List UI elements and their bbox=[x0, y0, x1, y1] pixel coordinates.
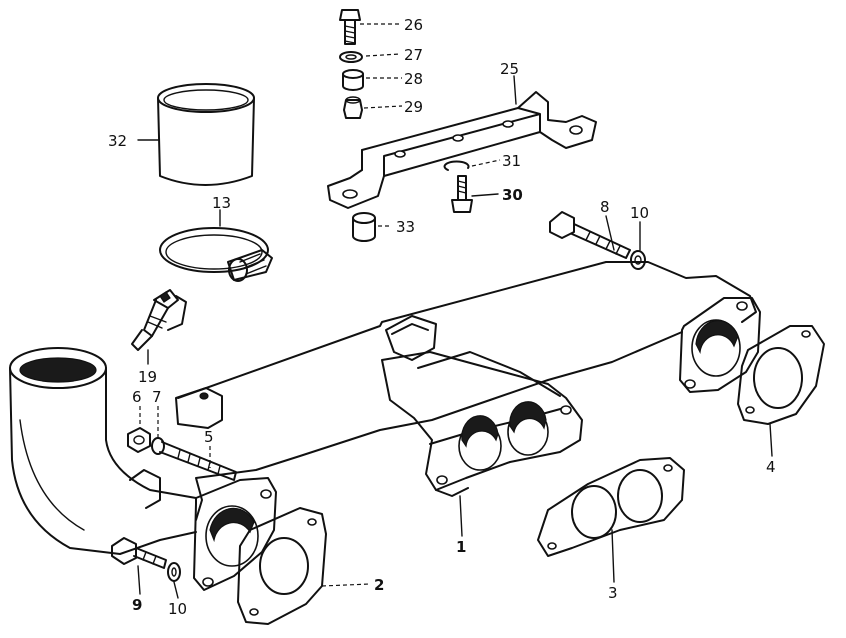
label-19: 19 bbox=[138, 368, 157, 386]
label-2: 2 bbox=[374, 576, 384, 594]
stud-and-nut-6-7-5 bbox=[127, 427, 237, 481]
label-27: 27 bbox=[404, 46, 423, 64]
spacer-28 bbox=[342, 69, 364, 91]
washer-31 bbox=[443, 160, 470, 171]
label-3: 3 bbox=[608, 584, 618, 602]
label-32: 32 bbox=[108, 132, 127, 150]
bolt-9 bbox=[111, 537, 167, 569]
label-9: 9 bbox=[132, 596, 142, 614]
gasket-4 bbox=[737, 325, 825, 425]
label-4: 4 bbox=[766, 458, 776, 476]
bolt-8 bbox=[549, 211, 631, 259]
gasket-3 bbox=[537, 457, 685, 557]
temperature-sensor-19 bbox=[131, 289, 187, 351]
exhaust-manifold-1 bbox=[9, 261, 761, 591]
label-8: 8 bbox=[600, 198, 610, 216]
label-30: 30 bbox=[502, 186, 523, 204]
washer-10-bottom bbox=[167, 562, 181, 582]
mounting-bracket-25 bbox=[327, 91, 597, 209]
spacer-33 bbox=[352, 212, 376, 242]
hose-sleeve-32 bbox=[157, 83, 255, 186]
label-29: 29 bbox=[404, 98, 423, 116]
label-31: 31 bbox=[502, 152, 521, 170]
washer-10-top bbox=[630, 250, 646, 270]
hex-bolt-26 bbox=[339, 9, 361, 45]
nut-29 bbox=[343, 96, 363, 119]
gasket-2 bbox=[237, 507, 327, 625]
label-26: 26 bbox=[404, 16, 423, 34]
leader-lines bbox=[137, 23, 773, 599]
label-13: 13 bbox=[212, 194, 231, 212]
label-33: 33 bbox=[396, 218, 415, 236]
hose-clamp-13 bbox=[159, 227, 273, 282]
label-1: 1 bbox=[456, 538, 466, 556]
label-7: 7 bbox=[152, 388, 162, 406]
label-5: 5 bbox=[204, 428, 214, 446]
label-25: 25 bbox=[500, 60, 519, 78]
label-28: 28 bbox=[404, 70, 423, 88]
washer-27 bbox=[339, 51, 363, 63]
label-10-top: 10 bbox=[630, 204, 649, 222]
bolt-30 bbox=[451, 175, 473, 213]
label-6: 6 bbox=[132, 388, 142, 406]
label-10-bottom: 10 bbox=[168, 600, 187, 618]
